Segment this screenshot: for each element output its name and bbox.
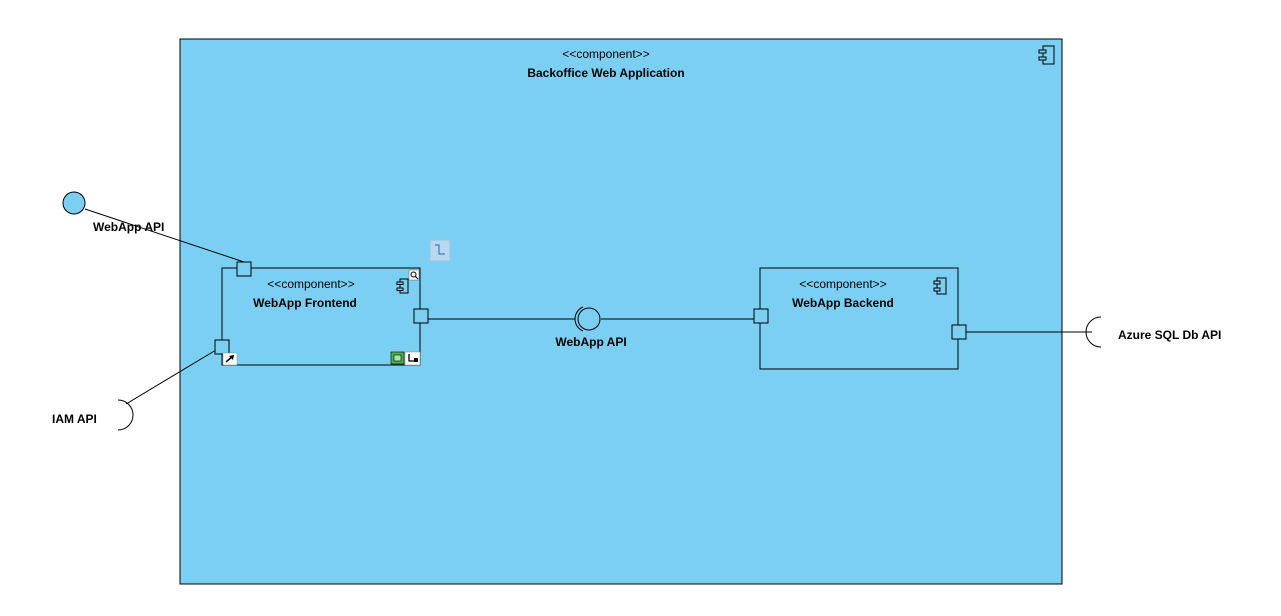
backend-name: WebApp Backend (792, 296, 894, 310)
required-interface-azure-sql[interactable]: Azure SQL Db API (1085, 316, 1221, 348)
frontend-right-port[interactable] (413, 308, 429, 324)
backend-component[interactable]: <<component>> WebApp Backend (759, 267, 959, 370)
required-interface-iam-api[interactable]: IAM API (52, 399, 134, 431)
outer-component-stereotype: <<component>> (562, 47, 649, 61)
frontend-stereotype: <<component>> (267, 277, 354, 291)
assembly-interface-webapp-api[interactable]: WebApp API (555, 306, 627, 349)
outer-component-name: Backoffice Web Application (527, 66, 684, 80)
provided-interface-webapp-api[interactable]: WebApp API (62, 191, 164, 234)
frontend-component[interactable]: <<component>> WebApp Frontend (221, 267, 421, 366)
required-interface-sql-label: Azure SQL Db API (1118, 328, 1221, 342)
backend-left-port[interactable] (753, 308, 769, 324)
component-icon (1038, 45, 1055, 65)
connectors (84, 208, 1092, 405)
backend-stereotype: <<component>> (799, 277, 886, 291)
ports (214, 261, 967, 355)
component-icon (396, 278, 409, 294)
link-handle-icon[interactable] (222, 352, 238, 366)
component-icon (933, 277, 947, 295)
frontend-left-port[interactable] (214, 339, 230, 355)
frontend-top-port[interactable] (236, 261, 252, 277)
provided-interface-label: WebApp API (93, 220, 164, 234)
frontend-name: WebApp Frontend (253, 296, 357, 310)
resize-handle-icon[interactable] (390, 351, 421, 366)
backend-right-port[interactable] (951, 324, 967, 340)
assembly-interface-label: WebApp API (555, 335, 626, 349)
zoom-handle-icon[interactable] (408, 269, 420, 281)
required-interface-iam-label: IAM API (52, 412, 97, 426)
connector-handle-icon[interactable] (429, 239, 451, 262)
